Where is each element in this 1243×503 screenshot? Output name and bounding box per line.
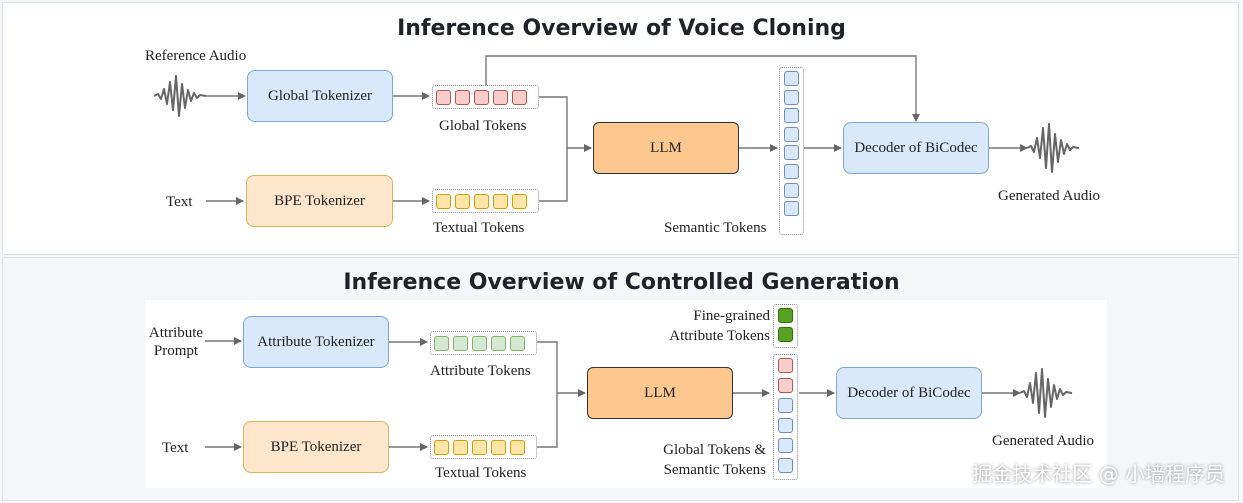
llm-box: LLM	[593, 122, 739, 174]
semantic-token	[784, 182, 799, 198]
textual-tokens-label: Textual Tokens	[433, 220, 525, 236]
global-semantic-line1: Global Tokens &	[663, 442, 766, 458]
controlled-generation-title: Inference Overview of Controlled Generat…	[343, 270, 900, 295]
semantic-token	[784, 163, 799, 179]
global-token	[493, 89, 508, 105]
attribute-token	[510, 335, 525, 351]
textual-token	[512, 193, 527, 209]
textual-token	[453, 439, 468, 455]
attribute-token	[491, 335, 506, 351]
global-semantic-label: Global Tokens & Semantic Tokens	[636, 441, 766, 479]
global-tokens-label: Global Tokens	[439, 118, 527, 134]
reference-audio-label: Reference Audio	[145, 48, 247, 64]
waveform-icon	[153, 75, 207, 117]
text-label: Text	[166, 194, 193, 210]
waveform-icon	[1019, 368, 1073, 418]
decoder-box: Decoder of BiCodec	[843, 122, 989, 174]
semantic-tokens-label: Semantic Tokens	[664, 220, 767, 236]
fine-grained-tokens-group	[773, 304, 798, 348]
fine-grained-token	[778, 327, 793, 342]
line-textual-tokens-to-llm	[539, 148, 568, 202]
bpe-tokenizer-box: BPE Tokenizer	[246, 175, 393, 227]
global-tokenizer-label: Global Tokenizer	[267, 87, 373, 104]
text-label-bottom: Text	[162, 440, 189, 456]
decoder-label: Decoder of BiCodec	[854, 139, 978, 156]
attribute-prompt-label: Attribute Prompt	[145, 324, 207, 360]
textual-token	[493, 193, 508, 209]
textual-tokens-group	[432, 189, 539, 213]
textual-token	[491, 439, 506, 455]
global-semantic-line2: Semantic Tokens	[663, 462, 766, 478]
global-tokenizer-box: Global Tokenizer	[247, 70, 393, 122]
global-token	[778, 378, 793, 393]
attribute-tokens-label: Attribute Tokens	[430, 363, 531, 379]
generated-audio-label-bottom: Generated Audio	[992, 433, 1095, 449]
fine-grained-line2: Attribute Tokens	[669, 328, 770, 344]
attribute-tokens-group	[430, 331, 537, 355]
global-token	[436, 89, 451, 105]
generated-audio-label: Generated Audio	[998, 188, 1101, 204]
decoder-label-bottom: Decoder of BiCodec	[847, 384, 971, 401]
semantic-token	[784, 145, 799, 161]
semantic-token	[778, 398, 793, 413]
attribute-tokenizer-box: Attribute Tokenizer	[243, 316, 389, 368]
semantic-token	[778, 418, 793, 433]
textual-token	[472, 439, 487, 455]
global-token	[512, 89, 527, 105]
fine-grained-label: Fine-grained Attribute Tokens	[650, 307, 770, 345]
semantic-token	[784, 201, 799, 217]
fine-grained-token	[778, 308, 793, 323]
waveform-icon	[1026, 123, 1080, 173]
llm-label: LLM	[650, 139, 682, 156]
attribute-tokenizer-label: Attribute Tokenizer	[257, 333, 375, 350]
textual-token	[455, 193, 470, 209]
llm-box-bottom: LLM	[587, 367, 733, 419]
line-textual-tokens-to-llm-bottom	[537, 393, 558, 448]
global-tokens-group	[432, 85, 539, 109]
semantic-token	[784, 71, 799, 86]
bpe-tokenizer-label: BPE Tokenizer	[274, 192, 365, 209]
textual-token	[510, 439, 525, 455]
global-token	[455, 89, 470, 105]
llm-label-bottom: LLM	[644, 384, 676, 401]
voice-cloning-title: Inference Overview of Voice Cloning	[397, 16, 846, 41]
fine-grained-line1: Fine-grained	[693, 308, 770, 324]
attribute-token	[453, 335, 468, 351]
attribute-token	[434, 335, 449, 351]
attribute-token	[472, 335, 487, 351]
textual-token	[434, 439, 449, 455]
global-semantic-tokens-group	[773, 354, 798, 480]
attribute-prompt-line2: Prompt	[153, 343, 199, 359]
decoder-box-bottom: Decoder of BiCodec	[836, 367, 982, 419]
watermark: 掘金技术社区 @ 小墙程序员	[972, 462, 1225, 486]
semantic-token	[784, 126, 799, 142]
line-attribute-tokens-to-llm	[537, 341, 558, 393]
global-token	[778, 358, 793, 373]
line-global-tokens-to-llm	[539, 96, 568, 148]
semantic-tokens-group	[779, 67, 804, 235]
semantic-token	[778, 438, 793, 453]
textual-tokens-group-bottom	[430, 435, 537, 459]
arrow-global-tokens-to-decoder	[485, 55, 920, 122]
textual-token	[474, 193, 489, 209]
textual-tokens-label-bottom: Textual Tokens	[435, 465, 527, 481]
textual-token	[436, 193, 451, 209]
semantic-token	[778, 458, 793, 473]
global-token	[474, 89, 489, 105]
bpe-tokenizer-label-bottom: BPE Tokenizer	[270, 438, 362, 455]
attribute-prompt-line1: Attribute	[148, 325, 204, 341]
bpe-tokenizer-box-bottom: BPE Tokenizer	[243, 421, 389, 473]
semantic-token	[784, 89, 799, 105]
semantic-token	[784, 108, 799, 124]
